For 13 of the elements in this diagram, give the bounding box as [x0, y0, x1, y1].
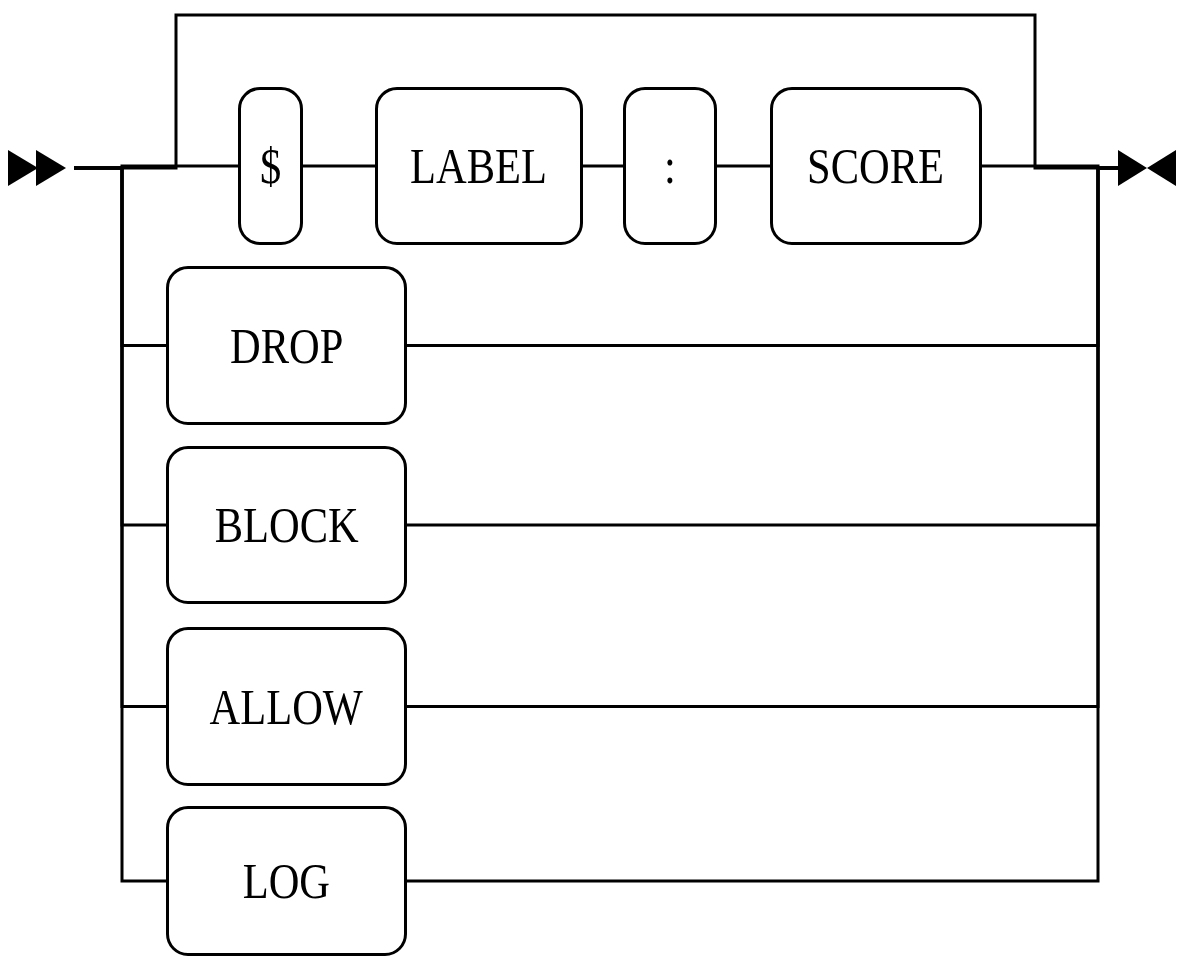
rail-line	[717, 164, 770, 168]
terminal-box: :	[623, 87, 717, 245]
end-marker	[1118, 150, 1176, 186]
rail-line	[583, 164, 623, 168]
rail-line	[303, 164, 375, 168]
terminal-box: BLOCK	[166, 446, 407, 604]
terminal-box: SCORE	[770, 87, 982, 245]
terminal-box: DROP	[166, 266, 407, 425]
terminal-box: LOG	[166, 806, 407, 956]
terminal-box: LABEL	[375, 87, 583, 245]
terminal-box: ALLOW	[166, 627, 407, 786]
rail-line	[74, 166, 166, 883]
terminal-box: $	[238, 87, 303, 245]
